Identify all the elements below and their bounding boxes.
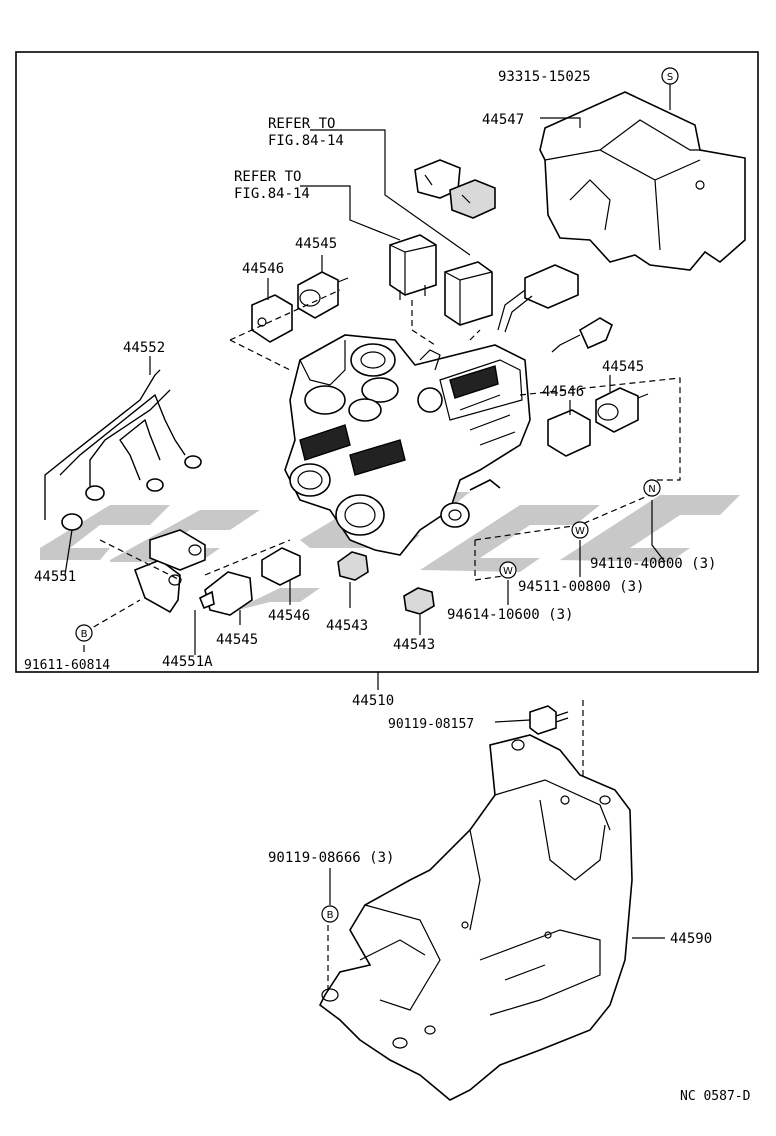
leader-lines: [64, 84, 671, 939]
diagram-frame: [15, 51, 759, 673]
label-44546-a: 44546: [242, 261, 284, 277]
actuator-body-44510: [284, 334, 531, 556]
label-44545-c: 44545: [216, 632, 258, 648]
diagram-code: NC 0587-D: [680, 1089, 751, 1104]
symbol-b-2: B: [321, 905, 339, 923]
label-44510: 44510: [352, 693, 394, 709]
cover-44547: [539, 91, 746, 271]
valve-group-bottom: [198, 547, 435, 616]
label-94110-40600: 94110-40600 (3): [590, 556, 716, 572]
symbol-w-2: W: [499, 561, 517, 579]
clip-parts: [414, 159, 496, 219]
label-91611-60814: 91611-60814: [24, 658, 110, 673]
label-refer-1-line2: FIG.84-14: [268, 133, 344, 149]
valve-group-left: [251, 271, 349, 343]
label-44546-b: 44546: [542, 384, 584, 400]
label-44590: 44590: [670, 931, 712, 947]
svg-text:B: B: [81, 629, 88, 640]
symbol-b-1: B: [75, 624, 93, 642]
label-44551A: 44551A: [162, 654, 213, 670]
label-refer-2-line2: FIG.84-14: [234, 186, 310, 202]
valve-group-right: [547, 387, 649, 457]
symbol-w-1: W: [571, 521, 589, 539]
relay-right: [444, 261, 493, 326]
symbol-n: N: [643, 479, 661, 497]
label-44545-b: 44545: [602, 359, 644, 375]
label-44552: 44552: [123, 340, 165, 356]
mounting-bracket-44590: [318, 734, 633, 1101]
svg-text:W: W: [503, 566, 513, 577]
label-refer-2-line1: REFER TO: [234, 169, 301, 185]
connector-harness: [497, 264, 613, 353]
label-90119-08666: 90119-08666 (3): [268, 850, 394, 866]
dashed-leaders: [84, 289, 681, 990]
label-90119-08157: 90119-08157: [388, 717, 474, 732]
label-refer-1-line1: REFER TO: [268, 116, 335, 132]
label-93315-15025: 93315-15025: [498, 69, 591, 85]
label-44543-b: 44543: [393, 637, 435, 653]
svg-text:W: W: [575, 526, 585, 537]
label-94511-00800: 94511-00800 (3): [518, 579, 644, 595]
label-44543-a: 44543: [326, 618, 368, 634]
svg-text:N: N: [648, 484, 655, 495]
label-44545-a: 44545: [295, 236, 337, 252]
label-94614-10600: 94614-10600 (3): [447, 607, 573, 623]
svg-text:S: S: [667, 72, 673, 83]
label-44551: 44551: [34, 569, 76, 585]
bracket-44551A: [133, 529, 206, 614]
bolt-90119-08157: [529, 705, 569, 735]
symbol-s: S: [661, 67, 679, 85]
brake-tubes-44552: [44, 369, 202, 531]
label-44547: 44547: [482, 112, 524, 128]
relay-left: [389, 234, 437, 300]
label-44546-c: 44546: [268, 608, 310, 624]
svg-text:B: B: [327, 910, 334, 921]
